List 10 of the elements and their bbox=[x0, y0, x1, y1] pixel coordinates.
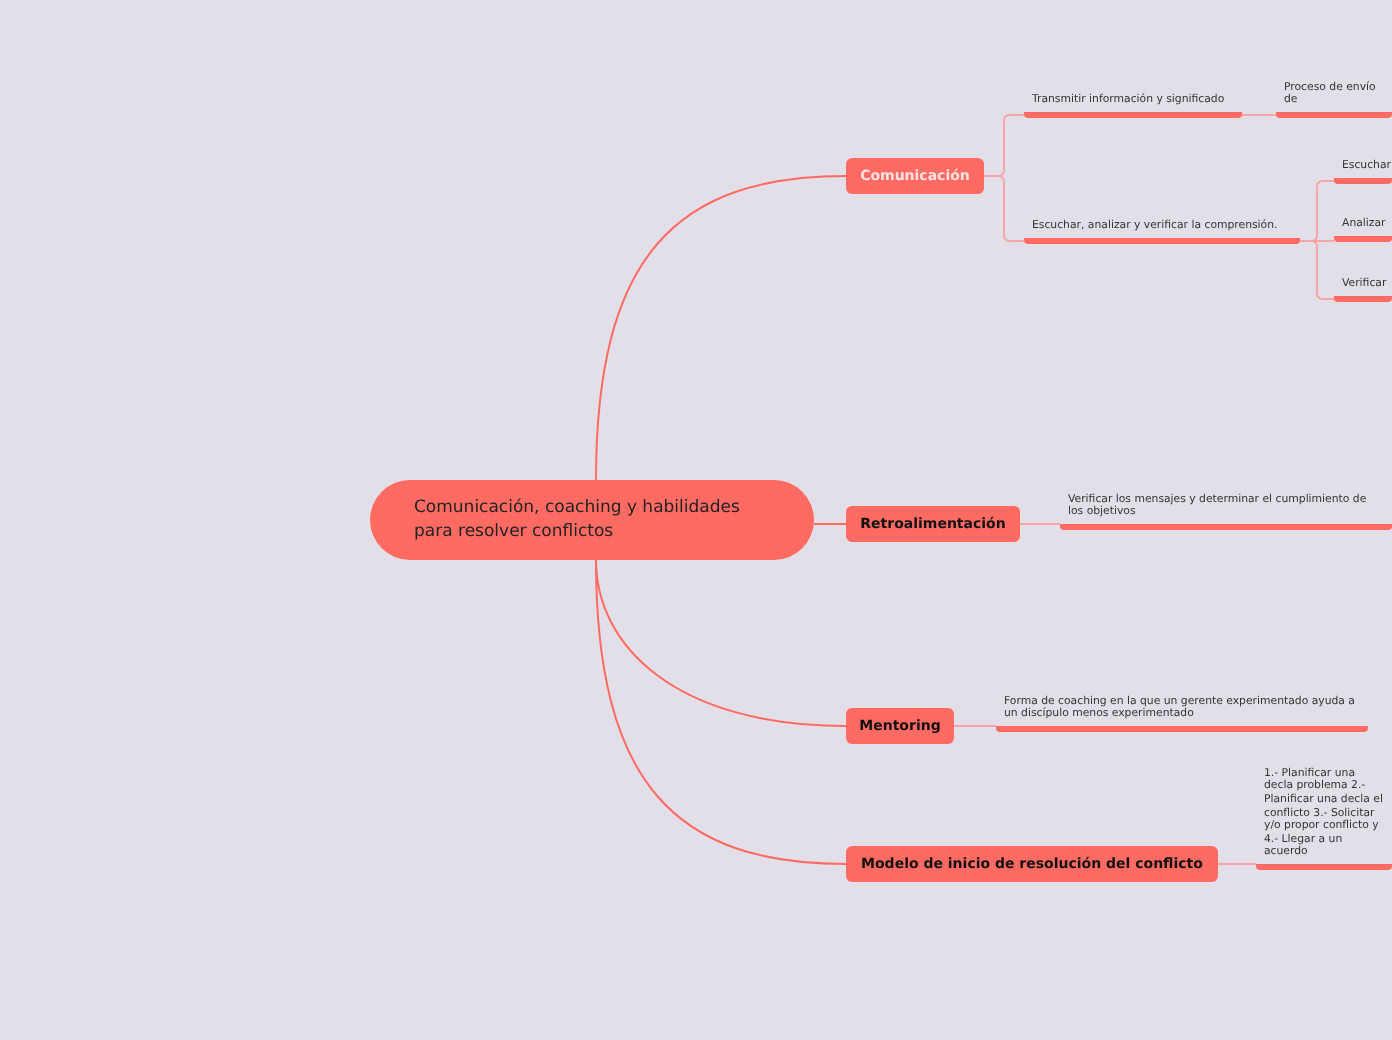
connector-line bbox=[1299, 240, 1335, 300]
connector-line bbox=[1019, 523, 1061, 525]
connector-line bbox=[1241, 114, 1277, 116]
connector-line bbox=[983, 175, 1025, 242]
central-topic: Comunicación, coaching y habilidades para resolver conflictos bbox=[370, 480, 814, 560]
connector-line bbox=[595, 175, 847, 481]
connector-line bbox=[953, 725, 997, 727]
connector-line bbox=[813, 523, 847, 525]
connector-line bbox=[1217, 863, 1257, 865]
connector-line bbox=[595, 559, 847, 865]
